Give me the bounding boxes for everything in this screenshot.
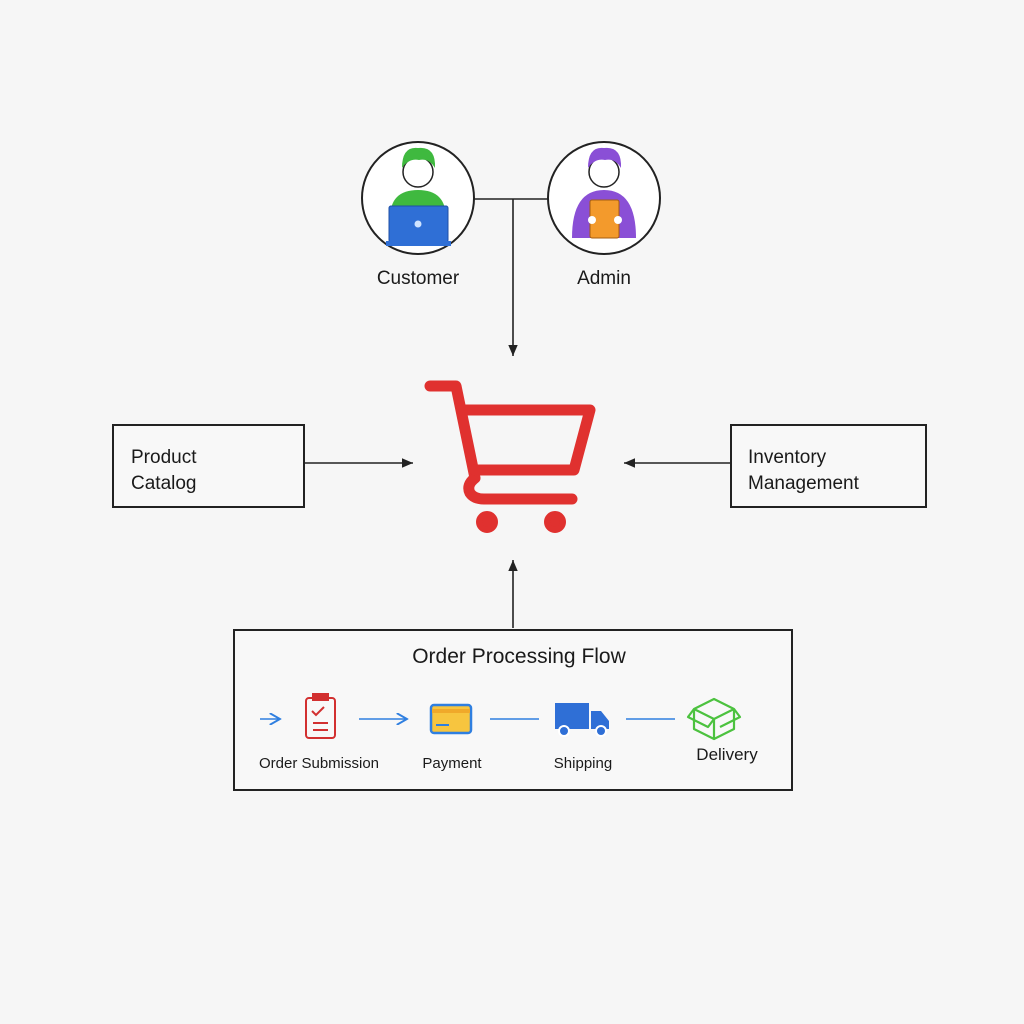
- step-payment: Payment: [422, 755, 482, 772]
- actor-connector: [474, 198, 548, 356]
- inventory-line-1: Inventory: [748, 447, 827, 468]
- clipboard-check-icon: [305, 693, 336, 739]
- credit-card-icon: [429, 703, 473, 735]
- order-flow-title: Order Processing Flow: [412, 645, 626, 668]
- shopping-cart-icon: [424, 380, 596, 533]
- step-delivery: Delivery: [696, 745, 758, 764]
- order-flow-icons: [260, 693, 742, 741]
- product-catalog-box[interactable]: Product Catalog: [112, 424, 305, 508]
- admin-avatar-icon: [547, 141, 661, 255]
- step-order-submission: Order Submission: [258, 755, 380, 772]
- truck-icon: [555, 703, 609, 737]
- product-catalog-line-1: Product: [131, 447, 197, 468]
- inventory-management-box[interactable]: Inventory Management: [730, 424, 927, 508]
- order-processing-box: Order Processing Flow Order Submission P…: [233, 629, 793, 791]
- customer-avatar-icon: [361, 141, 475, 255]
- inventory-line-2: Management: [748, 473, 859, 494]
- package-icon: [686, 697, 742, 741]
- step-shipping: Shipping: [553, 755, 613, 772]
- customer-label: Customer: [376, 268, 460, 289]
- product-catalog-line-2: Catalog: [131, 473, 197, 494]
- admin-label: Admin: [577, 268, 631, 289]
